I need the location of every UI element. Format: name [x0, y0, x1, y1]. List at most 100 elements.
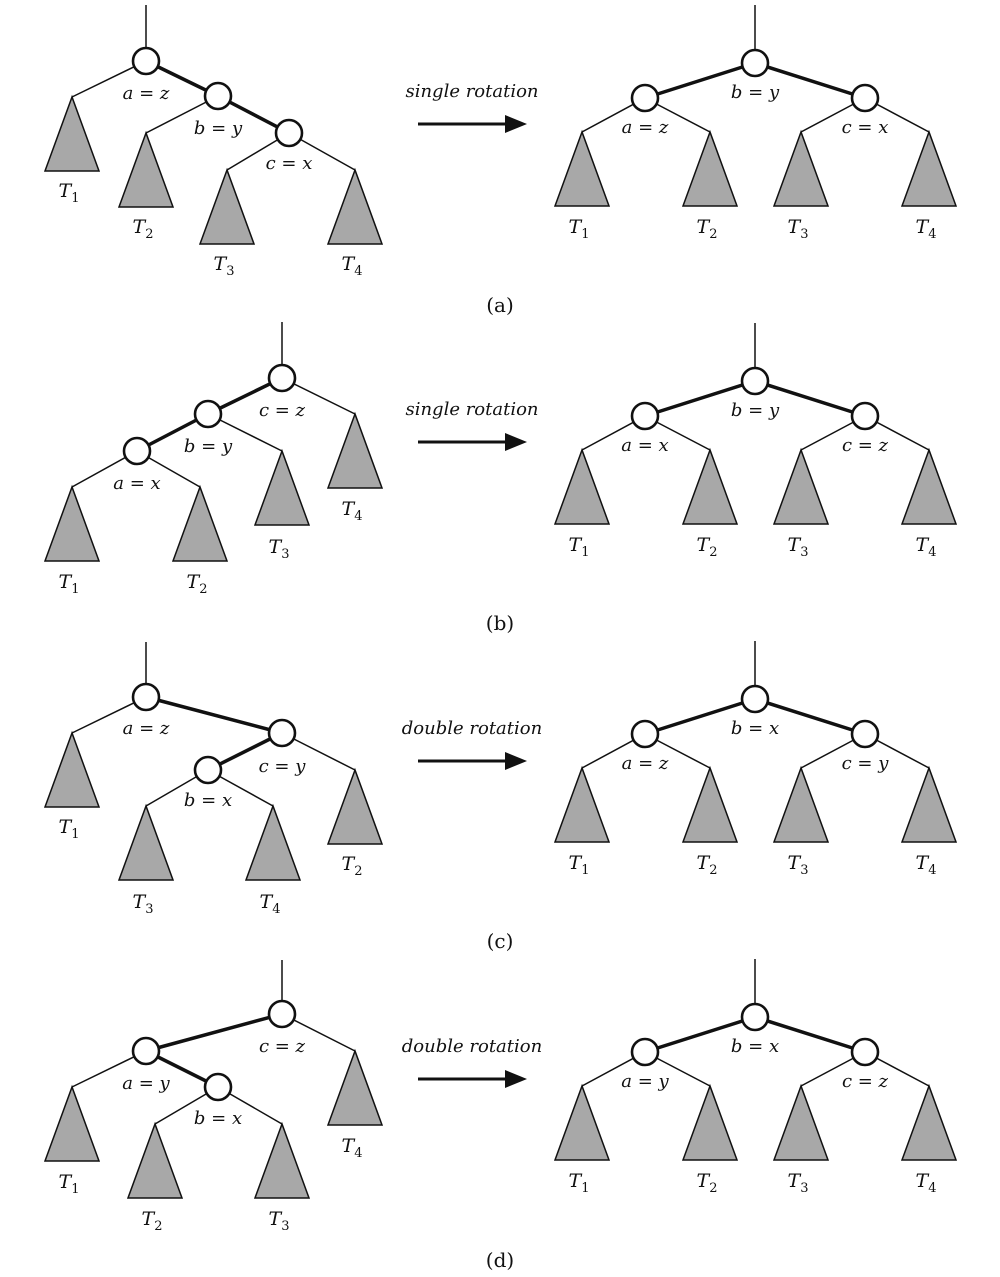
tree-node [850, 719, 880, 749]
subtree-triangle [553, 447, 611, 525]
rotation-path-edge [644, 379, 756, 418]
operation-label: double rotation [402, 718, 542, 739]
node-label: a = x [113, 473, 160, 494]
subtree-triangle [326, 167, 384, 245]
node-label: c = z [842, 435, 889, 456]
subtree-label: T4 [342, 1135, 363, 1161]
node-label: b = y [194, 118, 243, 139]
rotation-path-edge [754, 697, 866, 736]
tree-node [131, 46, 161, 76]
subtree-label: T1 [569, 852, 590, 878]
tree-node [203, 81, 233, 111]
tree-node [740, 1002, 770, 1032]
node-label: b = y [184, 436, 233, 457]
node-label: a = x [621, 435, 668, 456]
subtree-triangle [681, 447, 739, 525]
tree-node [630, 83, 660, 113]
subtree-triangle [326, 767, 384, 845]
node-label: a = z [622, 753, 669, 774]
subtree-label: T1 [59, 816, 80, 842]
node-label: c = z [842, 1071, 889, 1092]
tree-node [131, 682, 161, 712]
tree-node [740, 684, 770, 714]
tree-node [193, 755, 223, 785]
tree-node [267, 999, 297, 1029]
arrow-head [505, 752, 527, 770]
tree-node [850, 1037, 880, 1067]
subtree-triangle [900, 765, 958, 843]
panel-caption: (d) [486, 1248, 514, 1272]
subtree-label: T2 [142, 1208, 163, 1234]
subtree-label: T3 [788, 852, 809, 878]
subtree-label: T4 [916, 534, 937, 560]
node-label: b = y [731, 82, 780, 103]
subtree-triangle [43, 94, 101, 172]
node-label: a = z [123, 718, 170, 739]
arrow-head [505, 115, 527, 133]
node-label: a = z [622, 117, 669, 138]
tree-node [203, 1072, 233, 1102]
rotation-path-edge [754, 1015, 866, 1054]
subtree-triangle [253, 448, 311, 526]
subtree-label: T1 [59, 1171, 80, 1197]
tree-node [267, 718, 297, 748]
tree-node [122, 436, 152, 466]
subtree-triangle [553, 1083, 611, 1161]
subtree-triangle [117, 803, 175, 881]
tree-node [850, 83, 880, 113]
subtree-triangle [326, 411, 384, 489]
subtree-label: T2 [697, 534, 718, 560]
subtree-label: T1 [59, 571, 80, 597]
subtree-triangle [900, 1083, 958, 1161]
node-label: c = z [259, 1036, 306, 1057]
subtree-triangle [117, 130, 175, 208]
node-label: c = y [842, 753, 890, 774]
rotation-path-edge [644, 1015, 756, 1054]
transform-arrow [418, 752, 527, 770]
panel-caption: (a) [486, 293, 514, 317]
subtree-triangle [553, 129, 611, 207]
tree-node [267, 363, 297, 393]
transform-arrow [418, 433, 527, 451]
subtree-triangle [253, 1121, 311, 1199]
subtree-label: T2 [187, 571, 208, 597]
subtree-label: T2 [697, 852, 718, 878]
subtree-triangle [553, 765, 611, 843]
subtree-label: T2 [133, 216, 154, 242]
operation-label: single rotation [405, 399, 538, 420]
subtree-label: T3 [269, 1208, 290, 1234]
tree-node [630, 1037, 660, 1067]
node-label: b = x [184, 790, 232, 811]
subtree-triangle [126, 1121, 184, 1199]
subtree-triangle [198, 167, 256, 245]
subtree-label: T4 [916, 852, 937, 878]
subtree-label: T1 [569, 216, 590, 242]
subtree-triangle [772, 447, 830, 525]
subtree-triangle [43, 484, 101, 562]
node-label: b = y [731, 400, 780, 421]
subtree-label: T3 [788, 1170, 809, 1196]
subtree-label: T2 [697, 1170, 718, 1196]
subtree-label: T3 [269, 536, 290, 562]
arrow-head [505, 1070, 527, 1088]
subtree-label: T2 [697, 216, 718, 242]
subtree-triangle [772, 765, 830, 843]
operation-label: single rotation [405, 81, 538, 102]
tree-node [740, 366, 770, 396]
subtree-label: T1 [569, 1170, 590, 1196]
subtree-triangle [43, 730, 101, 808]
tree-node [274, 118, 304, 148]
subtree-label: T4 [916, 216, 937, 242]
transform-arrow [418, 1070, 527, 1088]
operation-label: double rotation [402, 1036, 542, 1057]
tree-node [193, 399, 223, 429]
